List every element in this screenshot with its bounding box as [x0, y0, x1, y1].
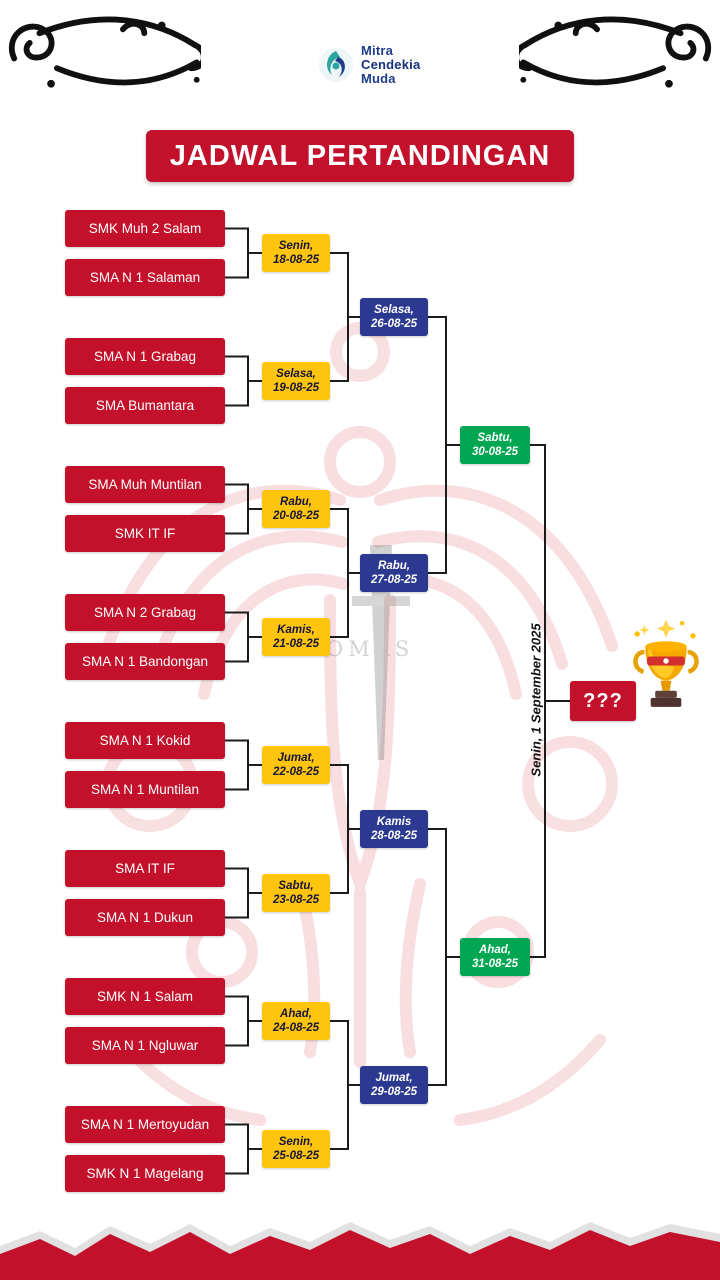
- team-box: SMA Bumantara: [65, 387, 225, 424]
- corner-ornament-right-icon: [519, 16, 711, 88]
- round1-match-box: Rabu,20-08-25: [262, 490, 330, 528]
- semifinal-match-box: Ahad,31-08-25: [460, 938, 530, 976]
- team-box: SMA N 1 Dukun: [65, 899, 225, 936]
- round1-match-box: Selasa,19-08-25: [262, 362, 330, 400]
- round2-match-box: Rabu,27-08-25: [360, 554, 428, 592]
- page-title: JADWAL PERTANDINGAN: [169, 139, 551, 172]
- team-box: SMA N 1 Ngluwar: [65, 1027, 225, 1064]
- logo: Mitra Cendekia Muda: [318, 44, 420, 86]
- team-box: SMA N 1 Mertoyudan: [65, 1106, 225, 1143]
- final-schedule-label: Senin, 1 September 2025: [528, 623, 544, 777]
- round1-match-box: Kamis,21-08-25: [262, 618, 330, 656]
- team-box: SMK N 1 Salam: [65, 978, 225, 1015]
- team-box: SMK Muh 2 Salam: [65, 210, 225, 247]
- team-box: SMA N 1 Salaman: [65, 259, 225, 296]
- team-box: SMK N 1 Magelang: [65, 1155, 225, 1192]
- round1-match-box: Jumat,22-08-25: [262, 746, 330, 784]
- team-box: SMA N 1 Muntilan: [65, 771, 225, 808]
- round2-match-box: Jumat,29-08-25: [360, 1066, 428, 1104]
- logo-icon: [319, 48, 353, 82]
- team-box: SMA N 2 Grabag: [65, 594, 225, 631]
- round2-match-box: Selasa,26-08-25: [360, 298, 428, 336]
- logo-wordmark: Mitra Cendekia Muda: [361, 44, 420, 86]
- trophy-icon: [633, 619, 699, 707]
- watermark-text: OMAS: [326, 637, 414, 661]
- team-box: SMA IT IF: [65, 850, 225, 887]
- round1-match-box: Senin,25-08-25: [262, 1130, 330, 1168]
- corner-ornament-left-icon: [9, 16, 201, 88]
- team-box: SMA Muh Muntilan: [65, 466, 225, 503]
- logo-line2: Cendekia: [361, 57, 421, 72]
- round1-match-box: Senin,18-08-25: [262, 234, 330, 272]
- round1-match-box: Ahad,24-08-25: [262, 1002, 330, 1040]
- team-box: SMA N 1 Kokid: [65, 722, 225, 759]
- team-box: SMA N 1 Bandongan: [65, 643, 225, 680]
- final-winner-box: ???: [570, 681, 636, 721]
- team-box: SMA N 1 Grabag: [65, 338, 225, 375]
- logo-line1: Mitra: [361, 43, 394, 58]
- round1-match-box: Sabtu,23-08-25: [262, 874, 330, 912]
- title-banner: JADWAL PERTANDINGAN: [146, 130, 574, 182]
- semifinal-match-box: Sabtu,30-08-25: [460, 426, 530, 464]
- team-box: SMK IT IF: [65, 515, 225, 552]
- logo-line3: Muda: [361, 71, 396, 86]
